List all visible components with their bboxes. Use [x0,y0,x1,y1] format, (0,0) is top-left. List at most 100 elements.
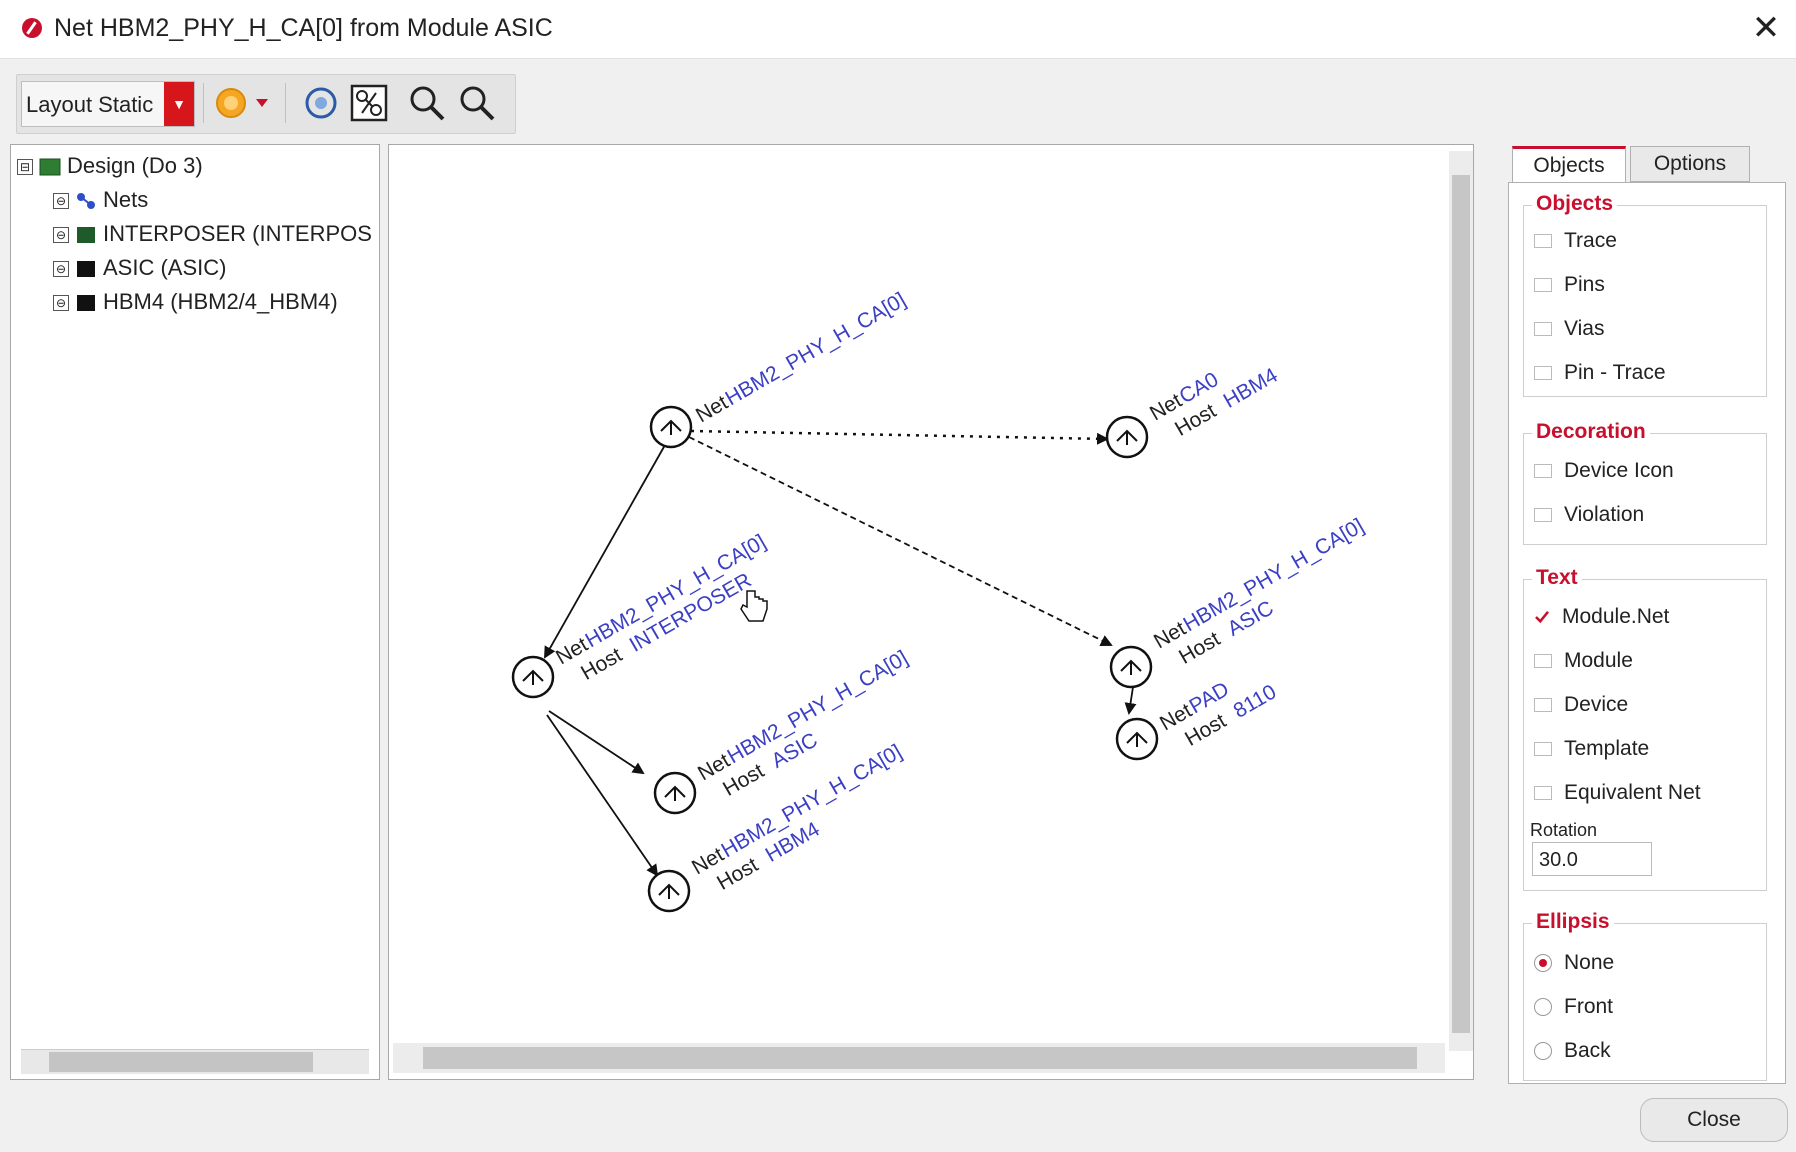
graph-edge [546,714,659,877]
window-title: Net HBM2_PHY_H_CA[0] from Module ASIC [54,14,553,42]
text-group: Text Module.Net Module Device Template E… [1523,566,1767,891]
tree-horizontal-scrollbar[interactable] [21,1049,369,1074]
zoom-in-icon[interactable] [407,83,447,123]
checkbox-vias[interactable]: Vias [1534,314,1604,344]
checkbox-pin-trace[interactable]: Pin - Trace [1534,358,1666,388]
checkbox-label: Pin - Trace [1564,361,1666,384]
net-graph: Net HBM2_PHY_H_CA[0] Net CA0 Host HBM4 N… [511,288,1368,913]
checkbox[interactable] [1534,742,1552,757]
tree-item-design[interactable]: ⊟ Design (Do 3) [17,151,373,181]
checkbox-device-icon[interactable]: Device Icon [1534,456,1674,486]
checkbox-device[interactable]: Device [1534,690,1628,720]
checkbox-module[interactable]: Module [1534,646,1633,676]
tree-item-label: INTERPOSER (INTERPOSER) [103,221,373,246]
graph-edge [1124,686,1137,715]
host-name: HBM4 [1220,364,1282,413]
tree-toggle[interactable]: ⊟ [17,159,33,176]
checkbox-label: Module.Net [1562,605,1670,628]
fit-view-icon[interactable] [301,83,341,123]
net-node-label: Net PAD Host 8110 [1156,678,1280,751]
checkbox-module-net[interactable]: Module.Net [1534,602,1669,632]
net-node[interactable] [1105,415,1149,459]
canvas-horizontal-scrollbar[interactable] [393,1043,1445,1073]
scrollbar-thumb[interactable] [49,1052,313,1072]
tree-item-label: Design (Do 3) [67,153,203,178]
tree-toggle[interactable]: ⊖ [53,227,69,244]
tree-item-asic[interactable]: ⊖ ASIC (ASIC) [53,253,373,283]
tree-item-interposer[interactable]: ⊖ INTERPOSER (INTERPOSER) [53,219,373,249]
ellipsis-group: Ellipsis None Front Back [1523,910,1767,1081]
toolbar-divider [203,83,204,123]
tree-item-hbm4[interactable]: ⊖ HBM4 (HBM2/4_HBM4) [53,287,373,317]
net-node[interactable] [649,405,693,449]
net-graph-canvas[interactable]: Net HBM2_PHY_H_CA[0] Net CA0 Host HBM4 N… [388,144,1474,1080]
select-net-icon[interactable] [349,83,389,123]
checkbox-pins[interactable]: Pins [1534,270,1605,300]
checkbox[interactable] [1534,508,1552,523]
net-node-label: Net CA0 Host HBM4 [1146,364,1282,441]
radio-button[interactable] [1534,998,1552,1017]
tab-objects[interactable]: Objects [1512,146,1626,185]
graph-edge [548,710,645,775]
net-node[interactable] [511,655,555,699]
design-icon [39,158,61,176]
checkbox-trace[interactable]: Trace [1534,226,1617,256]
group-title: Text [1532,566,1582,590]
rotation-input[interactable]: 30.0 [1532,842,1652,876]
tab-options[interactable]: Options [1630,146,1750,182]
tree-toggle[interactable]: ⊖ [53,295,69,312]
radio-none[interactable]: None [1534,948,1614,978]
net-node-label: Net HBM2_PHY_H_CA[0] [692,288,910,427]
radio-button[interactable] [1534,954,1552,973]
checkbox-equivalent-net[interactable]: Equivalent Net [1534,778,1701,808]
highlight-dropdown-icon[interactable] [249,83,275,123]
tree-item-label: Nets [103,187,149,212]
checkbox[interactable] [1534,234,1552,249]
group-title: Ellipsis [1532,910,1614,934]
net-node[interactable] [647,869,691,913]
net-node[interactable] [1115,717,1159,761]
nets-icon [77,193,95,210]
tree-item-label: ASIC (ASIC) [103,255,227,280]
checkbox[interactable] [1534,786,1552,801]
window-close-button[interactable]: ✕ [1751,9,1781,47]
net-node[interactable] [653,771,697,815]
decoration-group: Decoration Device Icon Violation [1523,420,1767,545]
zoom-out-icon[interactable] [457,83,497,123]
checkmark-icon[interactable] [1534,611,1550,624]
scrollbar-thumb[interactable] [1452,175,1470,1033]
scrollbar-thumb[interactable] [423,1047,1417,1069]
layout-select-label: Layout Static [26,92,154,117]
checkbox[interactable] [1534,654,1552,669]
canvas-vertical-scrollbar[interactable] [1449,151,1473,1051]
chip-icon [77,295,95,312]
tree-item-nets[interactable]: ⊖ Nets [53,185,373,215]
radio-label: Front [1564,995,1614,1018]
chevron-down-icon[interactable]: ▼ [164,82,194,126]
highlight-icon[interactable] [211,83,251,123]
radio-button[interactable] [1534,1042,1552,1061]
display-options-panel: Objects Options Objects Trace Pins Vias … [1508,144,1786,1084]
module-icon [77,227,95,244]
checkbox-template[interactable]: Template [1534,734,1649,764]
net-name: PAD [1185,678,1233,719]
layout-select[interactable]: Layout Static ▼ [21,81,195,127]
design-tree-panel: ⊟ Design (Do 3) ⊖ Nets ⊖ INTERPOSER (INTERP… [10,144,380,1080]
net-node[interactable] [1109,645,1153,689]
checkbox[interactable] [1534,698,1552,713]
radio-back[interactable]: Back [1534,1036,1611,1066]
checkbox-label: Module [1564,649,1633,672]
radio-front[interactable]: Front [1534,992,1613,1022]
tree-item-label: HBM4 (HBM2/4_HBM4) [103,289,338,314]
tree-toggle[interactable]: ⊖ [53,261,69,278]
checkbox-label: Violation [1564,503,1645,526]
checkbox-label: Device Icon [1564,459,1674,482]
checkbox[interactable] [1534,366,1552,381]
checkbox[interactable] [1534,278,1552,293]
objects-group: Objects Trace Pins Vias Pin - Trace [1523,192,1767,397]
checkbox-violation[interactable]: Violation [1534,500,1644,530]
close-button[interactable]: Close [1640,1098,1788,1142]
checkbox[interactable] [1534,322,1552,337]
tree-toggle[interactable]: ⊖ [53,193,69,210]
checkbox[interactable] [1534,464,1552,479]
